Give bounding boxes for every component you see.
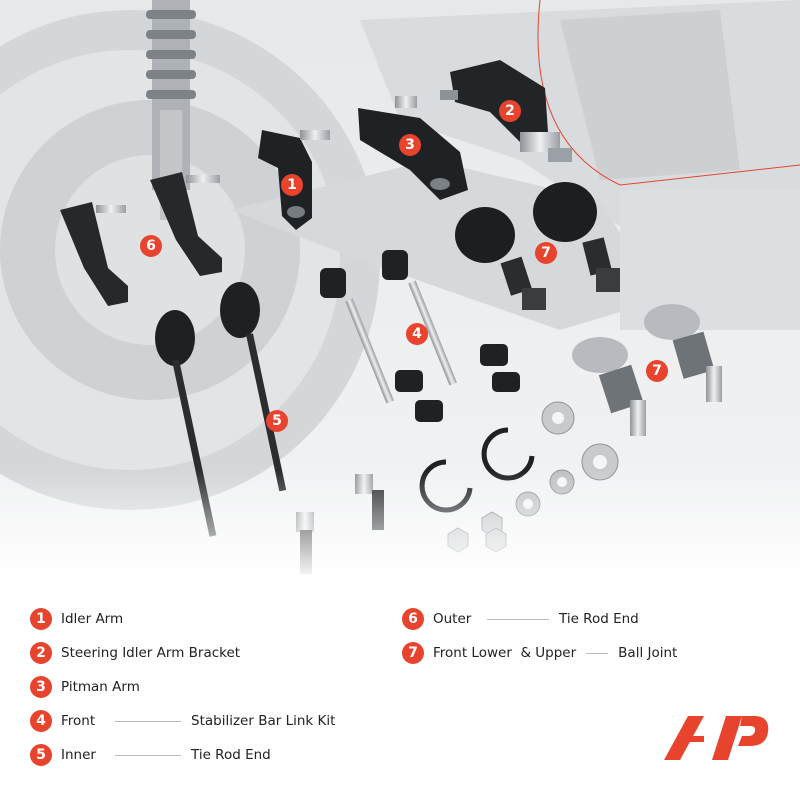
legend-divider (115, 720, 181, 722)
legend-item-5: 5 Inner Tie Rod End (30, 744, 271, 766)
ball-joints (455, 182, 722, 436)
legend-item-7: 7 Front Lower & Upper Ball Joint (402, 642, 677, 664)
product-photo (0, 0, 800, 590)
legend-badge: 7 (402, 642, 424, 664)
callout-badge-7: 7 (535, 242, 557, 264)
legend-badge: 5 (30, 744, 52, 766)
legend-item-6: 6 Outer Tie Rod End (402, 608, 639, 630)
legend-divider (115, 754, 181, 756)
callout-badge-4: 4 (406, 323, 428, 345)
legend-label: Inner (61, 747, 96, 763)
legend-item-2: 2 Steering Idler Arm Bracket (30, 642, 240, 664)
legend-detail: Tie Rod End (559, 611, 639, 627)
legend-label: Steering Idler Arm Bracket (61, 645, 241, 661)
legend-detail: Tie Rod End (191, 747, 271, 763)
legend-detail: Stabilizer Bar Link Kit (191, 713, 336, 729)
idler-arm-bracket-part (440, 60, 572, 162)
legend-label: Front Lower & Upper (433, 645, 577, 661)
legend-detail: Ball Joint (618, 645, 678, 661)
stabilizer-bar-links (320, 250, 520, 422)
image-fade (0, 470, 800, 600)
legend-badge: 3 (30, 676, 52, 698)
callout-badge-5: 5 (266, 410, 288, 432)
legend-item-4: 4 Front Stabilizer Bar Link Kit (30, 710, 335, 732)
legend-item-3: 3 Pitman Arm (30, 676, 140, 698)
outer-tie-rod-ends (60, 172, 222, 306)
legend-label: Pitman Arm (61, 679, 140, 695)
callout-badge-3: 3 (399, 134, 421, 156)
legend-label: Idler Arm (61, 611, 124, 627)
legend-label: Outer (433, 611, 472, 627)
legend-badge: 6 (402, 608, 424, 630)
legend-item-1: 1 Idler Arm (30, 608, 123, 630)
legend-label: Front (61, 713, 96, 729)
legend-badge: 4 (30, 710, 52, 732)
legend-divider (487, 618, 549, 620)
callout-badge-6: 6 (140, 235, 162, 257)
callout-badge-1: 1 (281, 174, 303, 196)
callout-badge-7-lower: 7 (646, 360, 668, 382)
legend-divider (586, 652, 609, 654)
legend-badge: 2 (30, 642, 52, 664)
brand-logo (664, 716, 769, 760)
callout-badge-2: 2 (499, 100, 521, 122)
legend-badge: 1 (30, 608, 52, 630)
